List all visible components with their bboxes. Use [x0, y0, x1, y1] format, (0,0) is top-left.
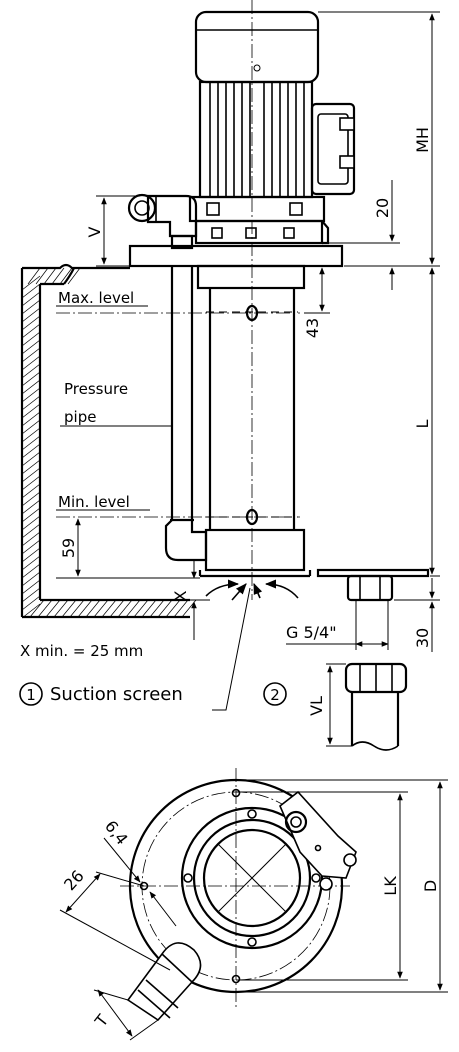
max-level-label: Max. level: [58, 289, 134, 307]
motor: [188, 10, 356, 245]
pump-housing-circle: [180, 806, 324, 950]
dimension-lines: [56, 11, 440, 711]
terminal-box-top: [279, 790, 357, 891]
outlet-elbow: [127, 193, 198, 250]
mounting-plate: [128, 244, 344, 268]
dim-t: T: [91, 1011, 113, 1031]
dim-d: D: [421, 880, 440, 892]
terminal-box: [310, 102, 356, 196]
dim-59: 59: [59, 538, 78, 558]
top-view: [59, 768, 448, 1041]
dim-26: 26: [60, 866, 88, 894]
housing-bolts: [183, 809, 321, 947]
pressure-pipe-label-line2: pipe: [64, 408, 96, 426]
dim-6-4: 6,4: [101, 817, 132, 849]
option-number-circle: [263, 682, 287, 706]
x-min-note: X min. = 25 mm: [20, 642, 143, 660]
min-level-label: Min. level: [58, 493, 130, 511]
option-number: 2: [270, 686, 280, 704]
dim-20: 20: [373, 198, 392, 218]
outlet-top: [126, 942, 202, 1022]
pressure-pipe-label-line1: Pressure: [64, 380, 128, 398]
suction-screen-label: Suction screen: [50, 684, 183, 705]
pump-column: [196, 264, 312, 578]
option-disc: [316, 568, 430, 602]
dim-g-thread: G 5/4": [286, 623, 337, 642]
dim-lk: LK: [381, 876, 400, 896]
side-view: [20, 0, 430, 619]
vl-detail: [326, 662, 408, 751]
pressure-pipe: [164, 266, 208, 562]
dim-x: X: [171, 590, 190, 601]
dim-l: L: [413, 419, 432, 428]
dim-30: 30: [413, 628, 432, 648]
tank-wall: [20, 263, 197, 619]
wall-hatching: [21, 267, 197, 619]
dim-v: V: [85, 226, 104, 237]
suction-arrows: [205, 579, 299, 601]
dim-mh: MH: [413, 127, 432, 153]
dim-vl: VL: [307, 696, 326, 716]
suction-number-circle: [19, 682, 43, 706]
suction-number: 1: [26, 686, 36, 704]
dim-43: 43: [303, 318, 322, 338]
cooling-fins: [209, 82, 305, 197]
